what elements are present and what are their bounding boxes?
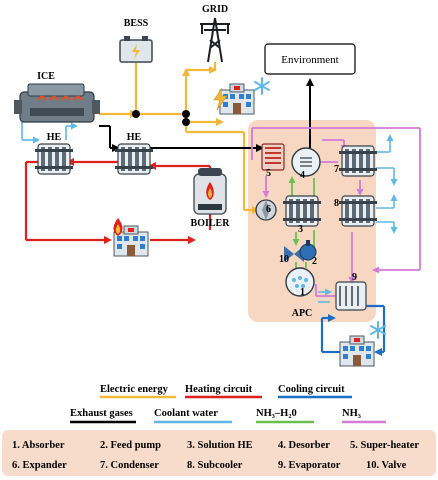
component-item: 3. Solution HE (187, 440, 253, 451)
component-key-box (2, 430, 436, 476)
absorber-icon (285, 267, 315, 297)
desorber-icon (291, 147, 321, 177)
engine-icon (14, 83, 100, 123)
component-item: 4. Desorber (278, 440, 330, 451)
feed-pump-icon (299, 240, 317, 261)
legend-heating-label: Heating circuit (185, 384, 253, 395)
valve-icon (284, 246, 304, 262)
electric-energy-lines (99, 62, 260, 214)
heat-exchanger-icon (114, 143, 154, 175)
node-number: 1 (300, 287, 305, 298)
legend-nh3h2o-label: NH₃–H₂0 (256, 408, 297, 419)
snowflake-icon (254, 77, 270, 95)
label-boiler: BOILER (191, 218, 231, 229)
legend: Electric energy Heating circuit Cooling … (70, 384, 386, 424)
legend-electric-label: Electric energy (100, 384, 169, 395)
node-number: 2 (312, 256, 317, 267)
junction-node (132, 110, 140, 118)
legend-cooling-label: Cooling circuit (278, 384, 345, 395)
lightning-icon (213, 87, 228, 111)
solution-he-icon (282, 195, 322, 227)
component-key: 1. Absorber 2. Feed pump 3. Solution HE … (12, 440, 419, 471)
junction-node (182, 110, 190, 118)
heat-exchanger-icon (34, 143, 74, 175)
component-item: 8. Subcooler (187, 460, 243, 471)
heating-circuit-lines (24, 158, 212, 244)
component-item: 7. Condenser (100, 460, 159, 471)
fire-icon (113, 218, 123, 236)
node-number: 9 (352, 272, 357, 283)
power-tower-icon (200, 17, 230, 63)
building-icon (339, 335, 375, 367)
label-he-left: HE (47, 132, 62, 143)
component-item: 5. Super-heater (350, 440, 419, 451)
legend-coolant-label: Coolant water (154, 408, 218, 419)
expander-icon (255, 199, 277, 221)
cooling-circuit-lines (320, 304, 386, 356)
label-apc: APC (292, 308, 313, 319)
subcooler-icon (338, 195, 378, 227)
node-number: 4 (300, 170, 305, 181)
environment-box (264, 43, 356, 75)
node-number: 7 (334, 164, 339, 175)
boiler-icon (193, 168, 227, 215)
junction-node (182, 118, 190, 126)
label-ice: ICE (37, 71, 55, 82)
label-bess: BESS (124, 18, 149, 29)
component-item: 1. Absorber (12, 440, 65, 451)
node-number: 8 (334, 198, 339, 209)
evaporator-icon (335, 281, 367, 311)
condenser-icon (338, 145, 378, 177)
component-item: 6. Expander (12, 460, 67, 471)
node-number: 6 (266, 204, 271, 215)
node-number: 5 (266, 168, 271, 179)
super-heater-icon (261, 143, 285, 171)
component-item: 9. Evaporator (278, 460, 341, 471)
node-number: 10 (279, 254, 289, 265)
label-he-right: HE (127, 132, 142, 143)
label-environment: Environment (281, 54, 338, 66)
node-number: 3 (298, 224, 303, 235)
battery-icon (119, 36, 153, 63)
component-item: 2. Feed pump (100, 440, 161, 451)
nh3-lines (251, 127, 421, 297)
node-numbers: 1 2 3 4 5 6 7 8 9 10 (266, 164, 357, 298)
label-grid: GRID (202, 4, 228, 15)
component-item: 10. Valve (366, 460, 407, 471)
legend-nh3-label: NH₃ (342, 408, 361, 419)
exhaust-gas-lines (99, 78, 314, 152)
legend-exhaust-label: Exhaust gases (70, 408, 133, 419)
